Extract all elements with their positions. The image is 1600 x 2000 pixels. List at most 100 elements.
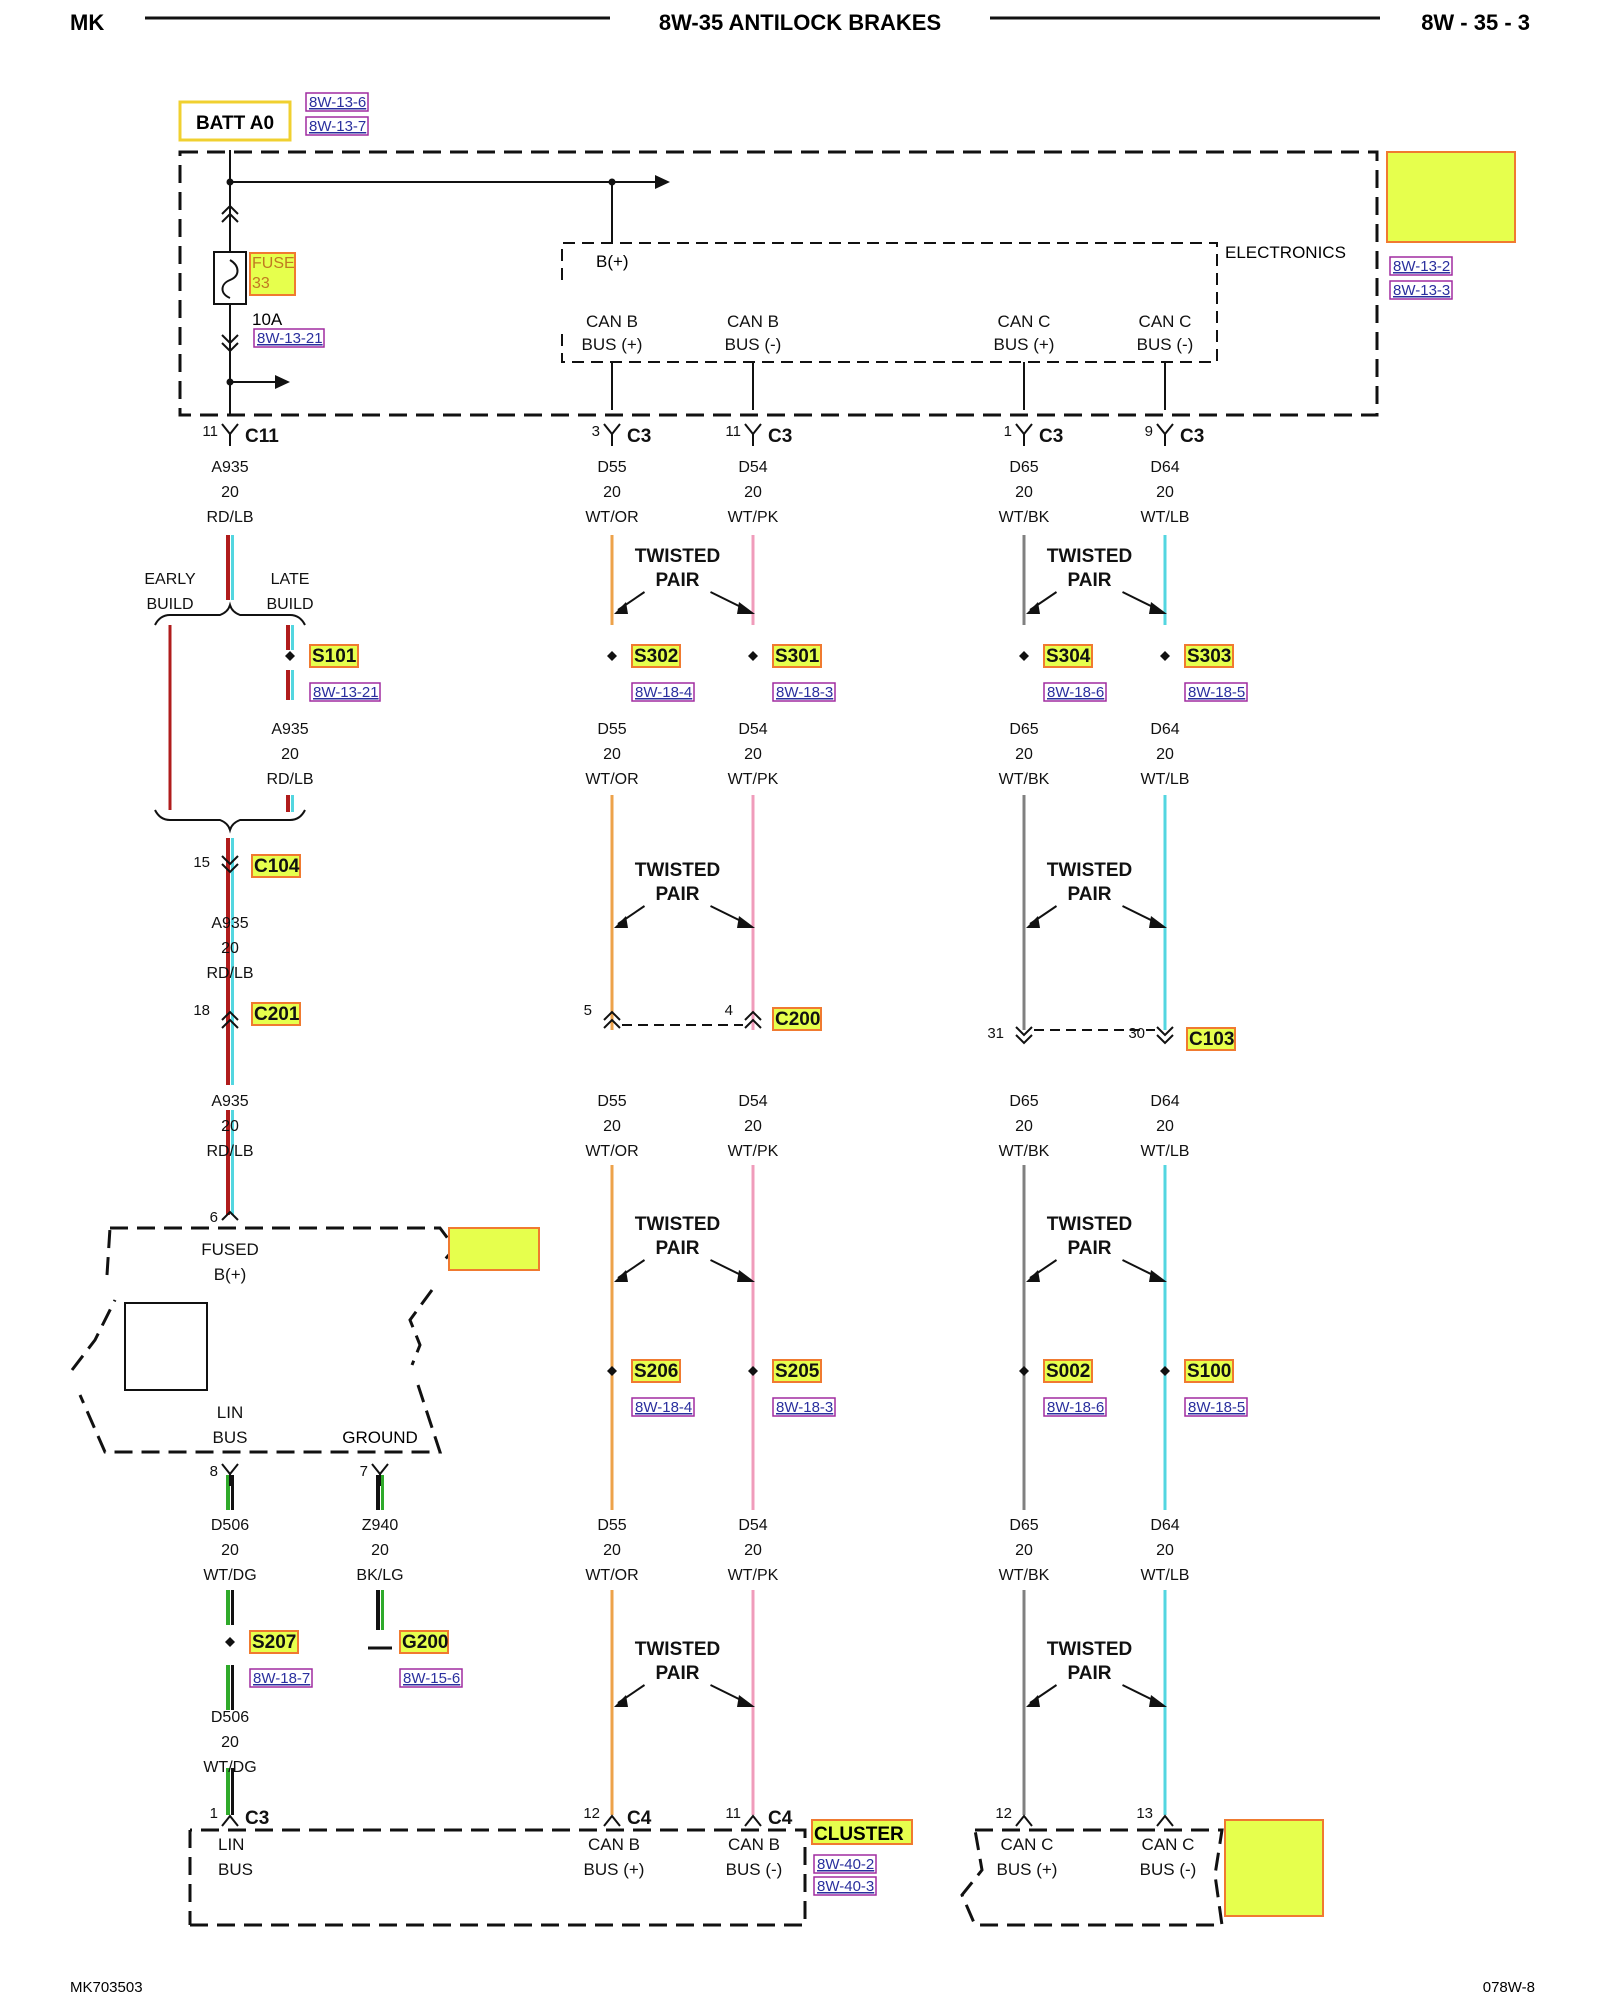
- arrow-icon: [737, 1270, 755, 1282]
- page-ref: 8W-40-2: [813, 1854, 877, 1874]
- splice-name: S301: [775, 646, 820, 667]
- pin-number: 4: [725, 1002, 733, 1019]
- page-ref-text: 8W-18-7: [253, 1670, 310, 1687]
- page-ref-text: 8W-13-21: [313, 684, 379, 701]
- pin-number: 1: [210, 1805, 218, 1822]
- page-ref-text: 8W-40-2: [817, 1856, 874, 1873]
- page-ref: 8W-18-4: [631, 682, 695, 702]
- wire-layer: [168, 535, 1167, 1815]
- page-ref-text: 8W-18-4: [635, 684, 692, 701]
- pin-number: 12: [995, 1805, 1012, 1822]
- pin-number: 13: [1136, 1805, 1153, 1822]
- arrow-icon: [737, 916, 755, 928]
- connector: 12: [995, 1805, 1033, 1827]
- ground-name-highlight: [399, 1630, 449, 1654]
- ground-name: G200: [402, 1632, 448, 1653]
- connector-name: C3: [1039, 426, 1063, 447]
- page-ref: 8W-18-5: [1184, 682, 1248, 702]
- arrow-icon: [614, 602, 628, 614]
- switch-bank: GROUND: [70, 1226, 540, 1454]
- page-ref-text: 8W-13-7: [309, 118, 366, 135]
- connector-name: C201: [254, 1004, 300, 1025]
- page-ref-text: 8W-18-6: [1047, 684, 1104, 701]
- arrow-icon: [614, 1695, 628, 1707]
- bplus-feed: B(+) 10A 8W-13-21: [213, 150, 670, 415]
- page-ref: 8W-18-4: [631, 1397, 695, 1417]
- splice-dot-icon: [1019, 651, 1029, 661]
- connector-name-highlight: [251, 854, 301, 878]
- splice-name: S302: [634, 646, 678, 667]
- header-right: 8W - 35 - 3: [1421, 10, 1530, 35]
- connector-name: C4: [768, 1808, 793, 1829]
- tcs-off-switch: [124, 1302, 208, 1391]
- splice-name-highlight: [772, 1359, 822, 1383]
- header-title: 8W-35 ANTILOCK BRAKES: [659, 10, 941, 35]
- page-ref-text: 8W-18-5: [1188, 1399, 1245, 1416]
- splice-dot-icon: [607, 1366, 617, 1376]
- connector-name: C200: [775, 1009, 820, 1030]
- page-ref: 8W-13-2: [1389, 256, 1453, 276]
- page-ref: 8W-18-3: [772, 1397, 836, 1417]
- page-ref-text: 8W-18-4: [635, 1399, 692, 1416]
- pin-number: 12: [583, 1805, 600, 1822]
- arrow-icon: [1149, 1270, 1167, 1282]
- connector-name: C4: [627, 1808, 652, 1829]
- arrow-icon: [1026, 1695, 1040, 1707]
- batt-refs: 8W-13-68W-13-7: [305, 92, 369, 136]
- arrow-icon: [1026, 602, 1040, 614]
- arrow-icon: [1026, 916, 1040, 928]
- splice-name: S100: [1187, 1361, 1231, 1382]
- pin-number: 8: [210, 1463, 218, 1480]
- splice-dot-icon: [748, 651, 758, 661]
- footer-right: 078W-8: [1483, 1979, 1535, 1996]
- splice-name: S206: [634, 1361, 678, 1382]
- splice-name: S205: [775, 1361, 820, 1382]
- pin-number: 15: [193, 854, 210, 871]
- page-ref-text: 8W-13-3: [1393, 282, 1450, 299]
- connector: 13: [1136, 1805, 1174, 1827]
- splice-dot-icon: [748, 1366, 758, 1376]
- splice-dot-icon: [285, 651, 295, 661]
- splice-dot-icon: [1160, 651, 1170, 661]
- connector-name: C3: [627, 426, 651, 447]
- header-left: MK: [70, 10, 104, 35]
- footer-left: MK703503: [70, 1979, 143, 1996]
- connector: 4: [725, 1002, 762, 1029]
- ground-label: GROUND: [342, 1428, 418, 1447]
- pin-number: 5: [584, 1002, 592, 1019]
- batt-a0: BATT A0 8W-13-68W-13-7: [178, 92, 369, 142]
- connector-name: C103: [1189, 1029, 1234, 1050]
- page-ref-text: 8W-13-21: [257, 330, 323, 347]
- pin-number: 31: [987, 1025, 1004, 1042]
- splice-name-highlight: [631, 1359, 681, 1383]
- page-ref-text: 8W-40-3: [817, 1878, 874, 1895]
